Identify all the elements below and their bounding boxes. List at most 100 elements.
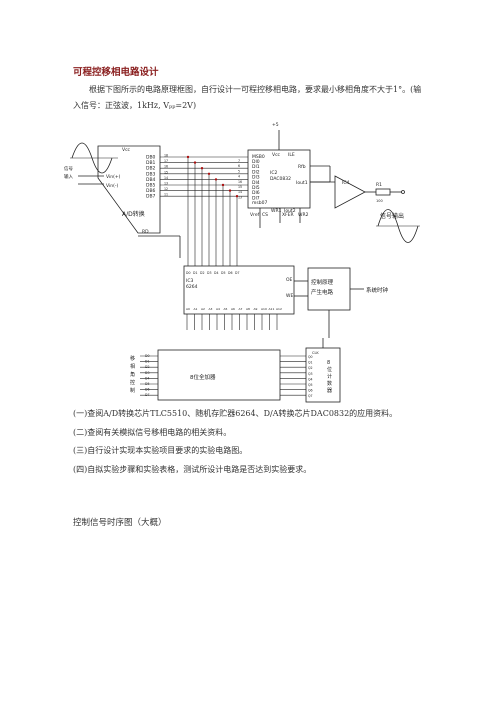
ram-io-pin: D5	[221, 271, 225, 275]
input-label-2: 输入	[64, 173, 73, 180]
ram-addr-pin: A1	[194, 307, 198, 311]
adc-pin-label: DB7	[146, 194, 156, 200]
junction-dot	[186, 155, 190, 159]
phase-control-char: 移	[130, 355, 135, 362]
junction-dot	[228, 189, 232, 192]
ram-oe: OE	[286, 277, 293, 283]
dac-ile: ILE	[288, 152, 295, 158]
junction-dot	[193, 161, 197, 164]
adc-name: A/D转换	[122, 210, 145, 218]
adc-pin-number: 18	[164, 154, 168, 158]
ram-io-pin: D3	[207, 271, 211, 275]
adc-pin-label: DB2	[146, 166, 156, 172]
ram-ref: IC3	[186, 278, 193, 284]
ram-io-pin: D7	[235, 271, 239, 275]
resistor-ref: R1	[376, 182, 382, 188]
dac-pin-number: 15	[238, 185, 242, 189]
adder-input-pin: D3	[145, 371, 149, 375]
control-label-1: 控制原理	[311, 278, 334, 286]
dac-xfer: XFER	[282, 212, 294, 218]
ram-addr-pin: A8	[246, 307, 250, 311]
ram-io-pin: D4	[214, 271, 218, 275]
ram-addr-pin: A5	[224, 307, 228, 311]
ram-io-pin: D0	[186, 271, 190, 275]
dac-pin-number: 16	[238, 180, 242, 184]
ram-addr-pin: A9	[254, 307, 258, 311]
adc-pin-number: 15	[164, 170, 168, 174]
resistor	[375, 188, 391, 196]
dac-pin-label: DI1	[252, 164, 260, 170]
dac-wr2: WR2	[298, 212, 309, 218]
ram-addr-pin: A2	[201, 307, 205, 311]
doc-title: 可程控移相电路设计	[73, 67, 159, 78]
ram-model: 6264	[186, 284, 198, 290]
dac-iout1: Iout1	[296, 180, 308, 186]
task-1: (一)查阅A/D转换芯片TLC5510、随机存贮器6264、D/A转换芯片DAC…	[73, 409, 398, 418]
adc-pin-number: 13	[164, 182, 168, 186]
dac-pin-number: 6	[238, 164, 240, 168]
dac-head: MSB0	[252, 154, 265, 160]
adc-block	[97, 145, 161, 234]
adc-rd-label: RD	[142, 229, 149, 235]
adc-pin-label: DB4	[146, 177, 156, 183]
adder-block	[157, 349, 281, 401]
adc-pin-number: 14	[164, 176, 168, 180]
ram-addr-pin: A7	[239, 307, 243, 311]
task-3: (三)自行设计实现本实验项目要求的实验电路图。	[73, 446, 248, 455]
dac-rfb: Rfb	[298, 164, 306, 170]
adder-input-pin: D5	[145, 382, 149, 386]
dac-pin-label: DI0	[252, 159, 260, 165]
junction-dot	[235, 195, 239, 198]
input-label-1: 信号	[64, 165, 73, 172]
counter-char: 数	[327, 380, 332, 387]
adc-pin-number: 11	[164, 193, 168, 197]
dac-pin-number: 14	[238, 190, 242, 194]
dac-cs: CS	[262, 212, 268, 218]
adder-input-pin: D2	[145, 365, 149, 369]
dac-vcc: Vcc	[272, 152, 281, 158]
phase-control-char: 相	[130, 363, 135, 370]
ram-addr-pin: A4	[216, 307, 220, 311]
junction-dot	[221, 183, 225, 187]
adc-vcc-label: Vcc	[122, 147, 131, 153]
control-block	[307, 267, 351, 311]
control-label-2: 产生电路	[311, 288, 334, 296]
ram-block	[183, 265, 295, 315]
resistor-value: 100	[376, 199, 383, 203]
dac-pin-number: 13	[238, 195, 242, 199]
ram-addr-pin: A0	[186, 307, 190, 311]
task-4: (四)自拟实验步骤和实验表格，测试所设计电路是否达到实验要求。	[73, 464, 312, 474]
output-label: 信号输出	[380, 212, 404, 220]
ram-io-pin: D2	[200, 271, 204, 275]
adc-pin-number: 12	[164, 187, 168, 191]
dac-model: DAC0832	[270, 176, 291, 182]
ram-addr-pin: A10	[261, 307, 267, 311]
junction-dot	[214, 178, 218, 181]
counter-pin: Q5	[308, 383, 313, 387]
adder-label: 8位全加器	[190, 373, 216, 381]
counter-pin: Q6	[308, 389, 313, 393]
adder-input-pin: D6	[145, 388, 149, 392]
dac-pin-label: DI4	[252, 180, 260, 186]
dac-tail: msb07	[252, 200, 267, 206]
dac-pin-number: 7	[238, 159, 240, 163]
opamp-symbol	[334, 175, 366, 209]
adder-input-pin: D1	[145, 360, 149, 364]
ram-io-pin: D6	[228, 271, 232, 275]
phase-control-char: 制	[130, 387, 135, 394]
dac-supply: +5	[272, 122, 279, 128]
adc-pin-number: 17	[164, 159, 168, 163]
counter-pin: Q0	[308, 355, 313, 359]
ram-addr-pin: A6	[231, 307, 235, 311]
ram-addr-pin: A12	[276, 307, 282, 311]
ram-we: WE	[286, 293, 293, 299]
dac-wr1: WR1	[271, 208, 282, 214]
clock-label: 系统时钟	[366, 286, 389, 294]
phase-control-char: 角	[130, 371, 135, 378]
opamp-ref: IC4	[342, 180, 349, 186]
adc-pin-number: 16	[164, 165, 168, 169]
adc-pin-label: DB6	[146, 188, 156, 194]
counter-clk: CLK	[312, 351, 319, 355]
intro-paragraph: 根据下图所示的电路原理框图，自行设计一可程控移相电路，要求最小移相角度不大于1°…	[73, 85, 422, 110]
